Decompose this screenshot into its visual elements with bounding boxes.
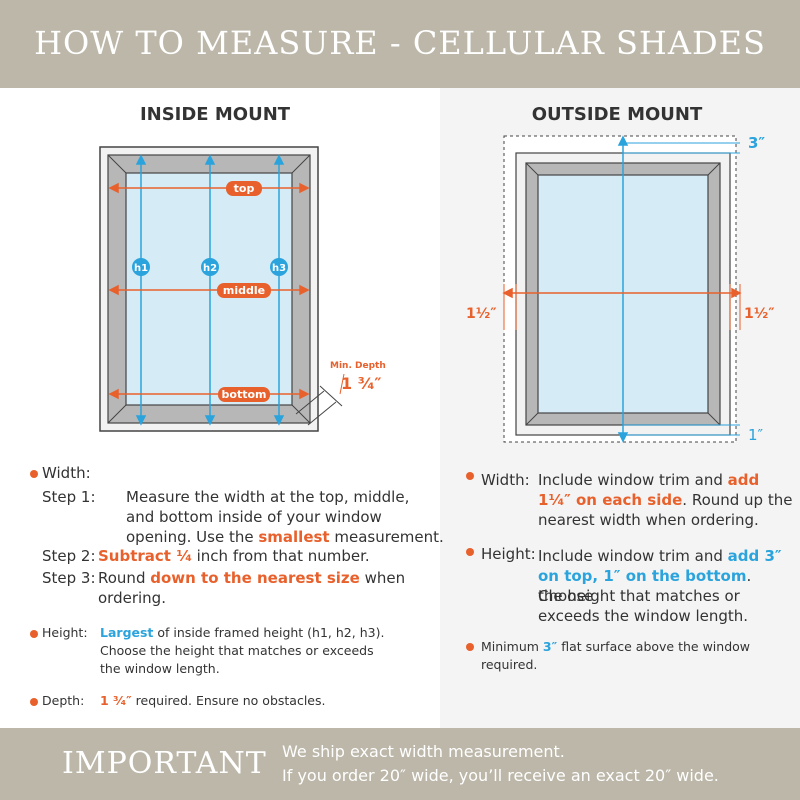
middle-label: middle (223, 284, 265, 297)
footer-line1: We ship exact width measurement. (282, 742, 565, 761)
bullet-outside-width (466, 472, 474, 480)
step1-line2: and bottom inside of your window (126, 508, 382, 526)
outside-width-line2: 1¹⁄₄″ on each side. Round up the (538, 491, 793, 509)
header-band: HOW TO MEASURE - CELLULAR SHADES (0, 0, 800, 88)
outside-minimum-line1: Minimum 3″ flat surface above the window (481, 639, 750, 654)
inside-height-line1: Largest of inside framed height (h1, h2,… (100, 625, 385, 640)
page-title: HOW TO MEASURE - CELLULAR SHADES (34, 24, 766, 62)
outside-width-line3: nearest width when ordering. (538, 511, 759, 529)
outside-height-line3: the height that matches or (538, 587, 740, 605)
step3-label: Step 3: (42, 569, 96, 587)
outside-height-line4: exceeds the window length. (538, 607, 749, 625)
outside-width-line1: Include window trim and add (538, 471, 760, 489)
important-footer: IMPORTANT We ship exact width measuremen… (0, 728, 800, 800)
inside-height-label: Height: (42, 625, 88, 640)
h1-badge (132, 258, 150, 276)
step3-line1: Round down to the nearest size when (98, 569, 406, 587)
footer-line2: If you order 20″ wide, you’ll receive an… (282, 766, 719, 785)
outside-height-line2: on top, 1″ on the bottom. Choose (538, 567, 752, 605)
inside-depth-label: Depth: (42, 693, 85, 708)
inside-height-line3: the window length. (100, 661, 220, 676)
step1-label: Step 1: (42, 488, 96, 506)
top-pill (226, 181, 262, 196)
bullet-outside-height (466, 548, 474, 556)
step2-label: Step 2: (42, 547, 96, 565)
inside-width-label: Width: (42, 464, 91, 482)
right-allowance: 1¹⁄₂″ (744, 306, 775, 322)
step3-line2: ordering. (98, 589, 166, 607)
h2-badge (201, 258, 219, 276)
bottom-pill (218, 387, 270, 402)
left-allowance: 1¹⁄₂″ (466, 306, 497, 322)
min-depth-label: Min. Depth (330, 361, 386, 371)
inside-height-line2: Choose the height that matches or exceed… (100, 643, 374, 658)
bullet-width (30, 470, 38, 478)
inside-mount-diagram: h1 h2 h3 top middle bottom Min. Depth 1 … (99, 146, 386, 432)
outside-minimum-line2: required. (481, 657, 538, 672)
bottom-label: bottom (222, 388, 267, 401)
bullet-height (30, 630, 38, 638)
min-depth-value: 1 ³⁄₄″ (341, 374, 382, 393)
bullet-depth (30, 698, 38, 706)
inside-depth-text: 1 ³⁄₄″ required. Ensure no obstacles. (100, 693, 326, 708)
step1-line1: Measure the width at the top, middle, (126, 488, 410, 506)
top-label: top (234, 182, 255, 195)
h3-label: h3 (272, 263, 286, 274)
top-allowance: 3″ (748, 134, 765, 152)
h1-label: h1 (134, 263, 148, 274)
inside-mount-title: INSIDE MOUNT (139, 104, 291, 125)
middle-pill (217, 283, 271, 298)
outside-mount-title: OUTSIDE MOUNT (531, 104, 703, 125)
outside-width-label: Width: (481, 471, 530, 489)
h3-badge (270, 258, 288, 276)
outside-mount-diagram: 3″ 1″ 1¹⁄₂″ 1¹⁄₂″ (466, 134, 775, 444)
important-title: IMPORTANT (62, 746, 267, 781)
outside-height-label: Height: (481, 545, 536, 563)
bullet-minimum (466, 643, 474, 651)
step2-text: Subtract ¹⁄₄ inch from that number. (98, 547, 370, 565)
outside-height-line1: Include window trim and add 3″ (538, 547, 782, 565)
h2-label: h2 (203, 263, 217, 274)
bottom-allowance: 1″ (748, 426, 764, 444)
step1-line3: opening. Use the smallest measurement. (126, 528, 444, 546)
